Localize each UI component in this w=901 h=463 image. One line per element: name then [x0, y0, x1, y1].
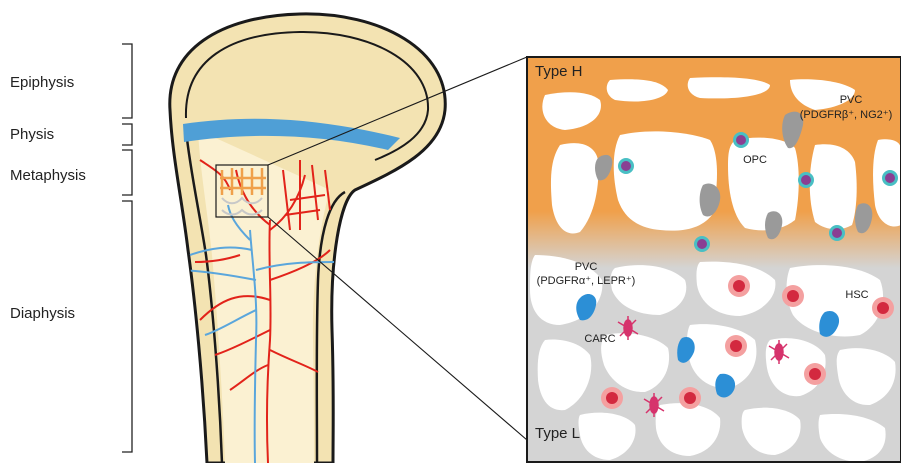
hsc-cell: [782, 285, 804, 307]
opc-cell: [694, 236, 710, 252]
hsc-cell: [725, 335, 747, 357]
metaphysis-label: Metaphysis: [10, 167, 86, 184]
opc-cell: [798, 172, 814, 188]
opc-cell: [618, 158, 634, 174]
diaphysis-bracket: [122, 201, 132, 452]
opc-cell: [733, 132, 749, 148]
opc-label: OPC: [743, 154, 767, 166]
carc-label: CARC: [584, 333, 615, 345]
pvc-top-markers: (PDGFRβ⁺, NG2⁺): [800, 109, 893, 121]
long-bone: [170, 14, 445, 463]
epiphysis-bracket: [122, 44, 132, 118]
inset-panel: Type H Type L PVC (PDGFRβ⁺, NG2⁺) OPC PV…: [527, 57, 901, 463]
hsc-cell: [872, 297, 894, 319]
hsc-cell: [728, 275, 750, 297]
pvc-left-markers: (PDGFRα⁺, LEPR⁺): [537, 275, 636, 287]
hsc-cell: [601, 387, 623, 409]
zone-brackets: [122, 44, 132, 452]
hsc-label: HSC: [845, 289, 868, 301]
type-h-label: Type H: [535, 63, 583, 80]
type-l-label: Type L: [535, 425, 580, 442]
pvc-top-label: PVC: [840, 94, 863, 106]
hsc-cell: [804, 363, 826, 385]
metaphysis-bracket: [122, 150, 132, 195]
opc-cell: [829, 225, 845, 241]
diaphysis-label: Diaphysis: [10, 305, 75, 322]
physis-label: Physis: [10, 126, 54, 143]
pvc-left-label: PVC: [575, 261, 598, 273]
opc-cell: [882, 170, 898, 186]
physis-bracket: [122, 124, 132, 145]
hsc-cell: [679, 387, 701, 409]
epiphysis-label: Epiphysis: [10, 74, 74, 91]
